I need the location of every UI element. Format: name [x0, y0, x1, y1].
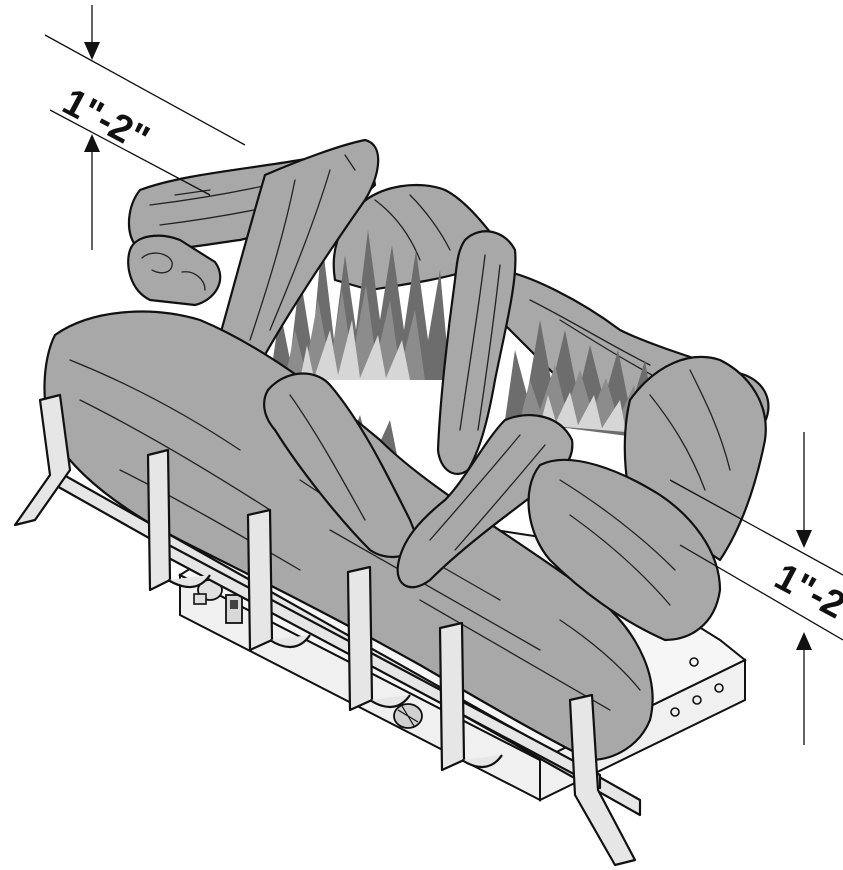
grate-post-4	[346, 565, 374, 712]
right-clearance-label: 1"-2"	[768, 556, 843, 636]
end-cap-log	[127, 234, 222, 307]
ignition-switch	[225, 594, 243, 624]
cross-log	[396, 414, 574, 589]
arrow-up-icon	[84, 134, 100, 152]
arrow-up-icon	[796, 632, 812, 650]
arrow-down-icon	[84, 42, 100, 60]
right-lower-log	[527, 458, 722, 642]
grate-post-6	[568, 693, 637, 867]
grate-post-1	[13, 393, 72, 527]
grate	[13, 393, 642, 867]
grate-post-5	[438, 621, 466, 772]
grate-post-3	[246, 508, 274, 652]
vent-holes	[670, 657, 724, 717]
leaning-center-log	[436, 230, 517, 475]
grate-post-2	[146, 448, 172, 592]
control-knob-right	[393, 703, 423, 729]
flames-right	[505, 320, 658, 440]
arrow-down-icon	[796, 530, 812, 548]
top-clearance-label: 1"-2"	[56, 81, 156, 161]
